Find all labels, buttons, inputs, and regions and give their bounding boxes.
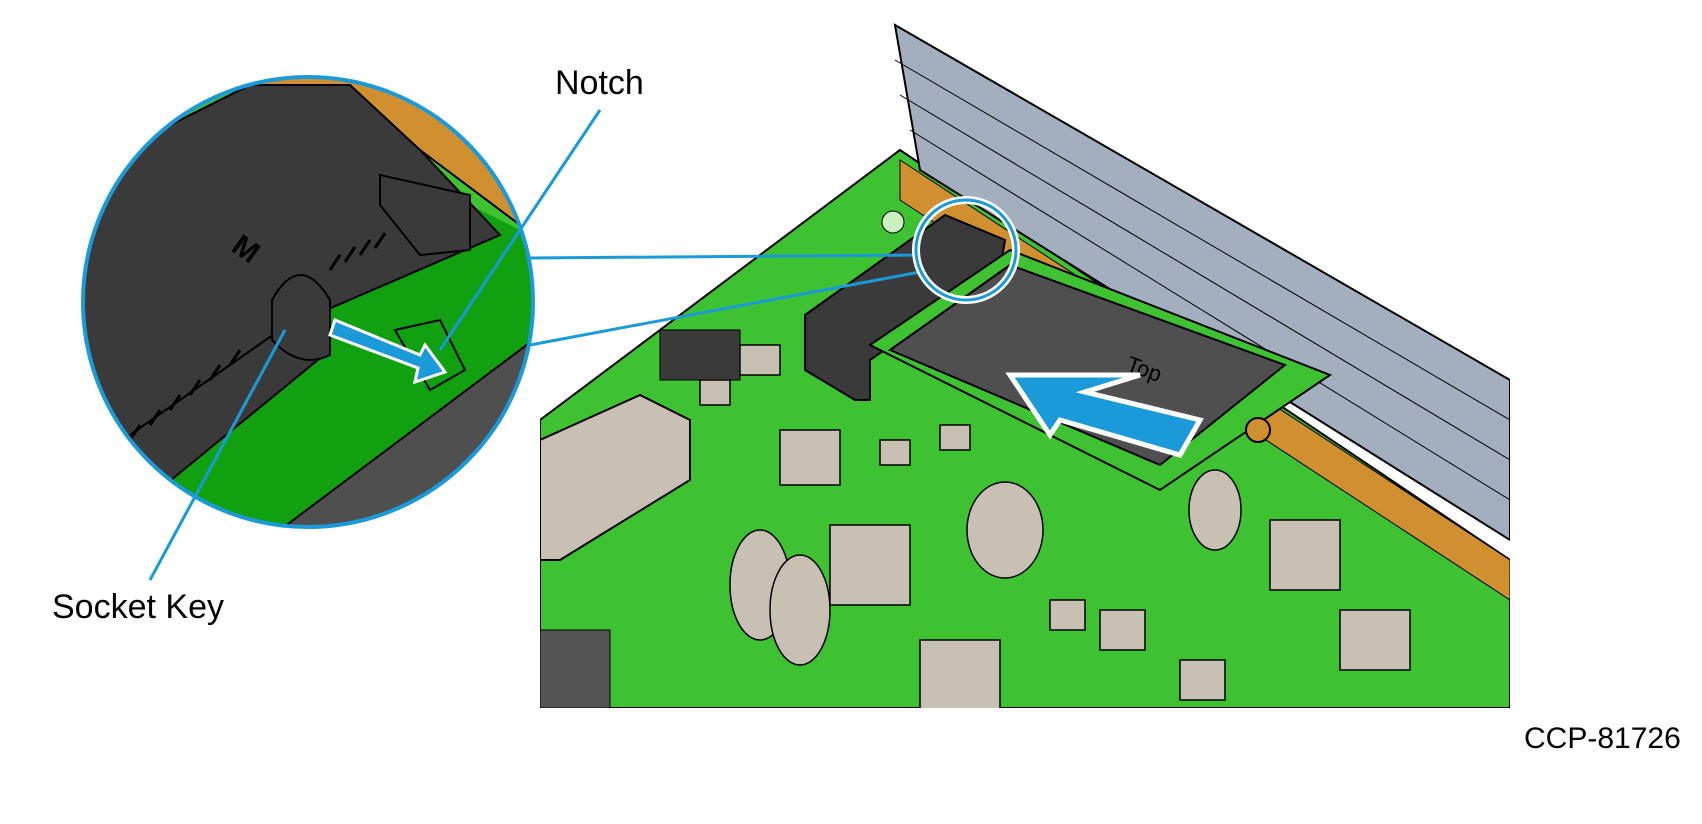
m2-socket [804, 213, 1007, 401]
notch-leader-line [438, 109, 602, 351]
heatsink [893, 23, 1510, 542]
figure-id: CCP-81726 [1524, 722, 1681, 755]
components [699, 344, 1411, 708]
magnified-view: M [84, 78, 532, 526]
socket-key-leader-line [148, 329, 287, 581]
insertion-arrow-icon [1005, 372, 1204, 458]
magnifier-lines [529, 253, 921, 347]
notch-arrow-icon [328, 318, 448, 385]
motherboard-view: Top [540, 23, 1510, 708]
socket-key [271, 274, 331, 361]
header-pins [659, 329, 741, 381]
notch-label: Notch [555, 64, 644, 102]
socket-key-label: Socket Key [52, 588, 224, 626]
magnifier-circle [81, 75, 535, 529]
board-connector [540, 393, 691, 561]
